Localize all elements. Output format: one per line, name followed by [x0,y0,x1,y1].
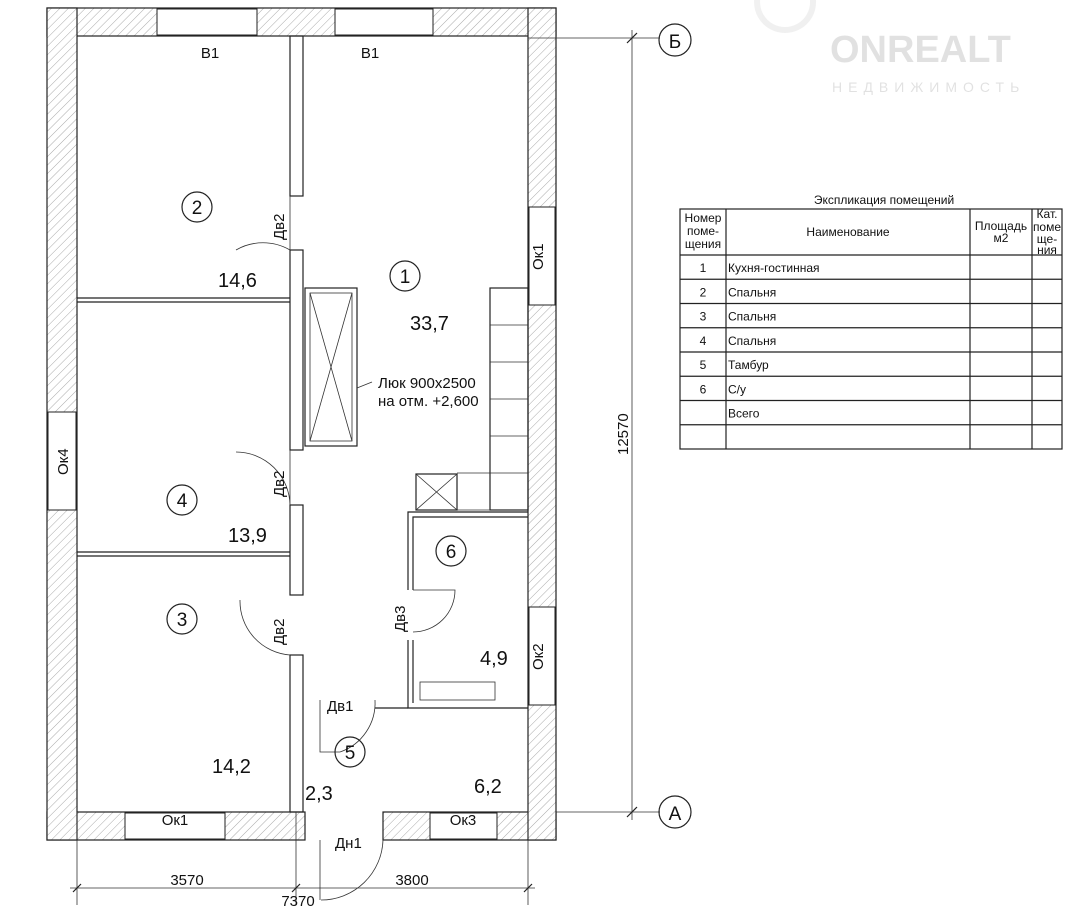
window-label: Ок3 [450,812,477,829]
svg-text:ния: ния [1037,243,1057,257]
table-cell-num: 1 [700,261,707,275]
dimension-right: 3800 [395,872,428,889]
svg-text:5: 5 [345,743,356,764]
svg-text:2: 2 [192,198,203,219]
svg-text:Номер: Номер [685,211,722,225]
svg-text:13,9: 13,9 [228,525,267,547]
svg-text:3: 3 [177,610,188,631]
svg-text:Площадь: Площадь [975,219,1027,233]
window-label: В1 [361,45,379,62]
window-label: Ок2 [530,643,547,670]
svg-text:6,2: 6,2 [474,776,502,798]
table-cell-name: С/у [728,382,746,396]
svg-text:14,6: 14,6 [218,270,257,292]
svg-text:4: 4 [177,491,188,512]
door-label: Дв2 [271,471,288,497]
dimension-vertical: 12570 [615,413,632,455]
exterior-walls [46,7,557,841]
table-cell-num: 5 [700,358,707,372]
table-cell-name: Спальня [728,334,776,348]
door-label: Дв2 [271,214,288,240]
svg-text:4,9: 4,9 [480,648,508,670]
door-label: Дн1 [335,835,362,852]
dimension-left: 3570 [170,872,203,889]
onrealt-logo: ONREALT НЕДВИЖИМОСТЬ [754,0,1025,95]
svg-text:НЕДВИЖИМОСТЬ: НЕДВИЖИМОСТЬ [832,79,1025,95]
table-cell-name: Всего [728,407,760,421]
door-label: Дв3 [392,606,409,632]
window-label: В1 [201,45,219,62]
table-cell-name: Кухня-гостинная [728,261,820,275]
svg-text:6: 6 [446,542,457,563]
svg-text:14,2: 14,2 [212,756,251,778]
svg-text:2,3: 2,3 [305,783,333,805]
hatch-note: Люк 900х2500 [378,375,476,392]
grid-axes: Б А 12570 3570 3800 7370 [70,23,692,910]
svg-text:поме: поме [1033,220,1061,234]
axis-label-a: А [669,804,682,825]
table-cell-name: Тамбур [728,358,769,372]
svg-text:поме-: поме- [687,224,719,238]
svg-text:Наименование: Наименование [806,225,890,239]
table-cell-name: Спальня [728,310,776,324]
room-schedule-table: Экспликация помещений Номер поме- щения … [679,193,1063,450]
svg-text:м2: м2 [994,231,1009,245]
door-label: Дв1 [327,698,353,715]
room-markers: 1 2 3 4 5 6 [166,191,467,768]
table-cell-num: 4 [700,334,707,348]
svg-text:Кат.: Кат. [1037,207,1058,221]
table-title: Экспликация помещений [814,193,954,207]
room-areas: 33,7 14,6 14,2 13,9 2,3 4,9 6,2 [212,270,508,805]
window-label: Ок1 [162,812,189,829]
svg-text:ще-: ще- [1037,232,1057,246]
window-label: Ок4 [55,448,72,475]
table-cell-num: 3 [700,310,707,324]
hatch-note: на отм. +2,600 [378,393,479,410]
svg-text:ONREALT: ONREALT [830,29,1011,71]
table-cell-num: 6 [700,382,707,396]
svg-text:33,7: 33,7 [410,313,449,335]
door-label: Дв2 [271,619,288,645]
table-cell-num: 2 [700,285,707,299]
svg-text:щения: щения [685,237,721,251]
interior-walls [77,35,529,901]
axis-label-b: Б [669,32,681,53]
table-cell-name: Спальня [728,285,776,299]
dimension-total: 7370 [281,893,314,910]
svg-text:1: 1 [400,267,411,288]
window-label: Ок1 [530,243,547,270]
